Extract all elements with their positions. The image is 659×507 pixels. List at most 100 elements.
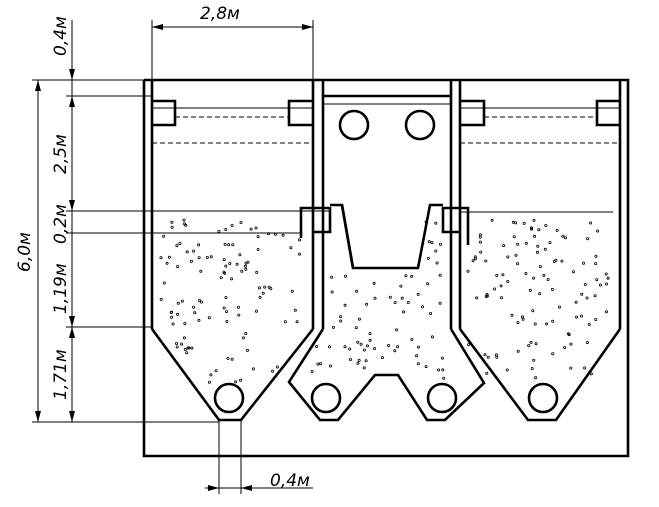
media-dot bbox=[586, 237, 590, 241]
media-dot bbox=[575, 315, 579, 319]
media-dot bbox=[473, 255, 477, 259]
media-dot bbox=[543, 247, 547, 251]
media-dot bbox=[219, 276, 223, 280]
media-dot bbox=[599, 283, 603, 287]
media-dot bbox=[244, 267, 248, 271]
media-dot bbox=[205, 255, 209, 259]
left-gutter bbox=[152, 99, 177, 127]
media-dot bbox=[594, 317, 598, 321]
media-dot bbox=[466, 269, 470, 273]
media-dot bbox=[531, 309, 535, 313]
media-dot bbox=[522, 221, 526, 225]
media-dot bbox=[516, 321, 520, 325]
media-dot bbox=[178, 241, 182, 245]
media-dot bbox=[356, 361, 360, 365]
tank-outline bbox=[142, 78, 630, 458]
media-dot bbox=[199, 269, 203, 273]
media-dot bbox=[585, 296, 589, 300]
media-dot bbox=[563, 346, 567, 350]
media-dot bbox=[380, 356, 384, 360]
dim-total-arrow-top bbox=[35, 80, 41, 91]
media-dot bbox=[516, 262, 520, 266]
media-dot bbox=[416, 292, 420, 296]
dim-top-offset-label: 0,4м bbox=[51, 16, 71, 56]
media-dot bbox=[393, 349, 397, 353]
media-dot bbox=[293, 308, 297, 312]
media-dot bbox=[162, 234, 166, 238]
media-dot bbox=[506, 255, 510, 259]
media-dot bbox=[170, 315, 174, 319]
media-dot bbox=[275, 365, 279, 369]
media-dot bbox=[572, 270, 576, 274]
dim-bottom-arrow-right bbox=[241, 485, 252, 491]
dim-bottom-width-label: 0,4м bbox=[270, 471, 310, 491]
media-dot bbox=[289, 246, 293, 250]
dim-chain-arrow-4 bbox=[69, 327, 75, 338]
media-dot bbox=[529, 226, 533, 230]
media-dot bbox=[310, 369, 314, 373]
media-dot bbox=[387, 343, 391, 347]
media-dot bbox=[534, 376, 538, 380]
media-dot bbox=[222, 270, 226, 274]
media-dot bbox=[209, 255, 213, 259]
media-dot bbox=[532, 276, 536, 280]
media-dot bbox=[478, 233, 482, 237]
media-dot bbox=[222, 306, 226, 310]
media-dot bbox=[236, 305, 240, 309]
media-dot bbox=[174, 341, 178, 345]
media-dot bbox=[404, 274, 408, 278]
media-dot bbox=[165, 261, 169, 265]
left-chamber-cone bbox=[150, 328, 315, 422]
media-dot bbox=[538, 265, 542, 269]
media-dot bbox=[516, 349, 520, 353]
media-dot bbox=[348, 357, 352, 361]
media-dot bbox=[595, 278, 599, 282]
media-dot bbox=[574, 300, 578, 304]
dim-chain-arrow-3 bbox=[69, 316, 75, 327]
media-dot bbox=[364, 359, 368, 363]
media-dot bbox=[435, 261, 439, 265]
media-dot bbox=[167, 255, 171, 259]
media-dot bbox=[560, 259, 564, 263]
media-dot bbox=[528, 288, 532, 292]
dim-offset-arrow bbox=[69, 69, 75, 80]
media-dot bbox=[485, 292, 489, 296]
media-dot bbox=[530, 227, 534, 231]
media-dot bbox=[175, 345, 179, 349]
dim-total-arrow-bottom bbox=[35, 411, 41, 422]
media-dot bbox=[580, 292, 584, 296]
media-dot bbox=[256, 247, 260, 251]
media-dot bbox=[159, 256, 163, 260]
dim-layer-media-label: 1,19м bbox=[51, 263, 71, 314]
media-dot bbox=[238, 253, 242, 257]
dim-chain-arrow-5 bbox=[69, 411, 75, 422]
media-dot bbox=[536, 250, 540, 254]
media-dot bbox=[254, 226, 258, 230]
media-dot bbox=[438, 242, 442, 246]
media-dot bbox=[475, 296, 479, 300]
media-dot bbox=[479, 250, 483, 254]
left-bottom-pipe bbox=[213, 382, 245, 414]
media-dot bbox=[246, 260, 250, 264]
media-dot bbox=[209, 373, 213, 377]
media-dot bbox=[228, 261, 232, 265]
media-dot bbox=[430, 335, 434, 339]
media-dot bbox=[506, 279, 510, 283]
media-dot bbox=[538, 292, 542, 296]
media-dot bbox=[183, 222, 187, 226]
media-dot bbox=[230, 277, 234, 281]
media-dot bbox=[354, 326, 358, 330]
media-dot bbox=[197, 298, 201, 302]
media-dot bbox=[520, 315, 524, 319]
dim-layer-upper-label: 2,5м bbox=[51, 134, 71, 174]
media-dot bbox=[183, 321, 187, 325]
media-dot bbox=[542, 273, 546, 277]
dim-layer-cone-label: 1,71м bbox=[51, 349, 71, 400]
media-dot bbox=[485, 294, 489, 298]
media-dot bbox=[514, 221, 518, 225]
media-dot bbox=[544, 223, 548, 227]
media-dot bbox=[186, 346, 190, 350]
media-dot bbox=[545, 322, 549, 326]
left-inner-gutter bbox=[287, 99, 313, 127]
media-dot bbox=[224, 296, 228, 300]
